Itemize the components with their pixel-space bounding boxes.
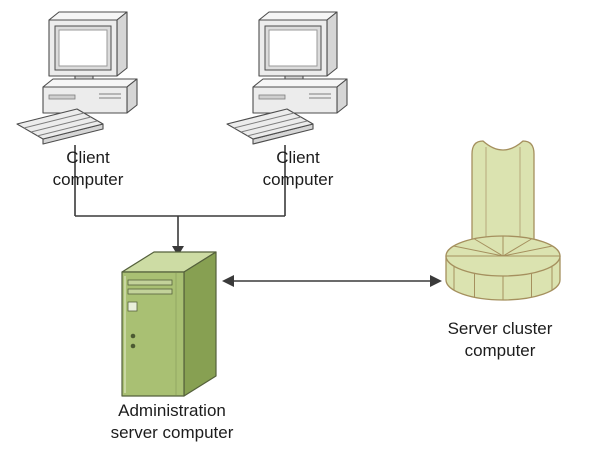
client2-label-line1: Client bbox=[276, 148, 320, 167]
client-computer-1-icon bbox=[16, 11, 138, 145]
cluster-slab-lines bbox=[485, 147, 521, 250]
server-cluster-label-line2: computer bbox=[465, 341, 536, 360]
server-cluster-label-line1: Server cluster bbox=[448, 319, 553, 338]
client1-label-line2: computer bbox=[53, 170, 124, 189]
node-labels: Client computer Client computer Administ… bbox=[53, 148, 553, 442]
server-side-face bbox=[183, 251, 217, 397]
admin-server-icon bbox=[121, 251, 217, 397]
server-cluster-icon bbox=[445, 140, 561, 301]
left-arrowhead-icon bbox=[222, 275, 234, 287]
client2-label-line2: computer bbox=[263, 170, 334, 189]
client-computer-2-icon bbox=[226, 11, 348, 145]
connector-clients-to-admin bbox=[74, 145, 286, 256]
cluster-slab bbox=[471, 140, 535, 255]
server-led-dot bbox=[130, 343, 136, 349]
admin-server-label-line1: Administration bbox=[118, 401, 226, 420]
down-arrowhead-icon bbox=[172, 246, 184, 256]
admin-server-label-line2: server computer bbox=[111, 423, 234, 442]
connector-admin-to-cluster bbox=[222, 275, 442, 287]
server-front-face bbox=[121, 271, 185, 397]
server-vent-bar bbox=[127, 279, 173, 286]
client1-label-line1: Client bbox=[66, 148, 110, 167]
cluster-radial-lines bbox=[446, 236, 560, 257]
right-arrowhead-icon bbox=[430, 275, 442, 287]
cluster-band-lines bbox=[453, 266, 553, 300]
server-vent-bar bbox=[127, 288, 173, 295]
server-panel-square bbox=[127, 301, 138, 312]
server-led-dot bbox=[130, 333, 136, 339]
